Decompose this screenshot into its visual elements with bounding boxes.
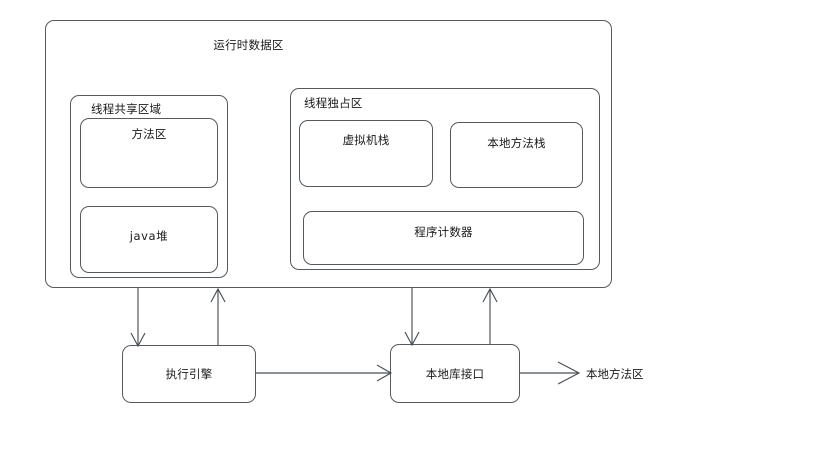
java-heap-label: java堆 (129, 229, 169, 243)
method-area-box (80, 118, 218, 188)
vm-stack-label: 虚拟机栈 (342, 133, 390, 147)
native-method-stack-box (450, 122, 583, 188)
native-library-interface-box (390, 344, 520, 403)
runtime-data-area-title: 运行时数据区 (213, 38, 284, 52)
program-counter-box (303, 211, 584, 265)
arrow-runtime-to-execution-engine (130, 288, 146, 348)
execution-engine-box (122, 345, 256, 403)
thread-exclusive-region-title: 线程独占区 (304, 96, 363, 110)
execution-engine-label: 执行引擎 (165, 367, 213, 381)
vm-stack-box (299, 120, 433, 187)
arrow-runtime-to-native-library (404, 288, 420, 347)
java-heap-box (80, 206, 218, 273)
arrow-native-library-to-native-method-area (520, 361, 581, 385)
thread-shared-region-title: 线程共享区域 (91, 102, 162, 116)
native-method-stack-label: 本地方法栈 (487, 136, 546, 150)
arrow-execution-engine-to-native-library (256, 364, 393, 382)
arrow-native-library-to-runtime (482, 287, 498, 344)
external-native-method-area-label: 本地方法区 (586, 367, 644, 381)
native-library-interface-label: 本地库接口 (425, 367, 485, 381)
program-counter-label: 程序计数器 (414, 225, 473, 239)
arrow-execution-engine-to-runtime (210, 287, 226, 345)
method-area-label: 方法区 (131, 127, 167, 141)
